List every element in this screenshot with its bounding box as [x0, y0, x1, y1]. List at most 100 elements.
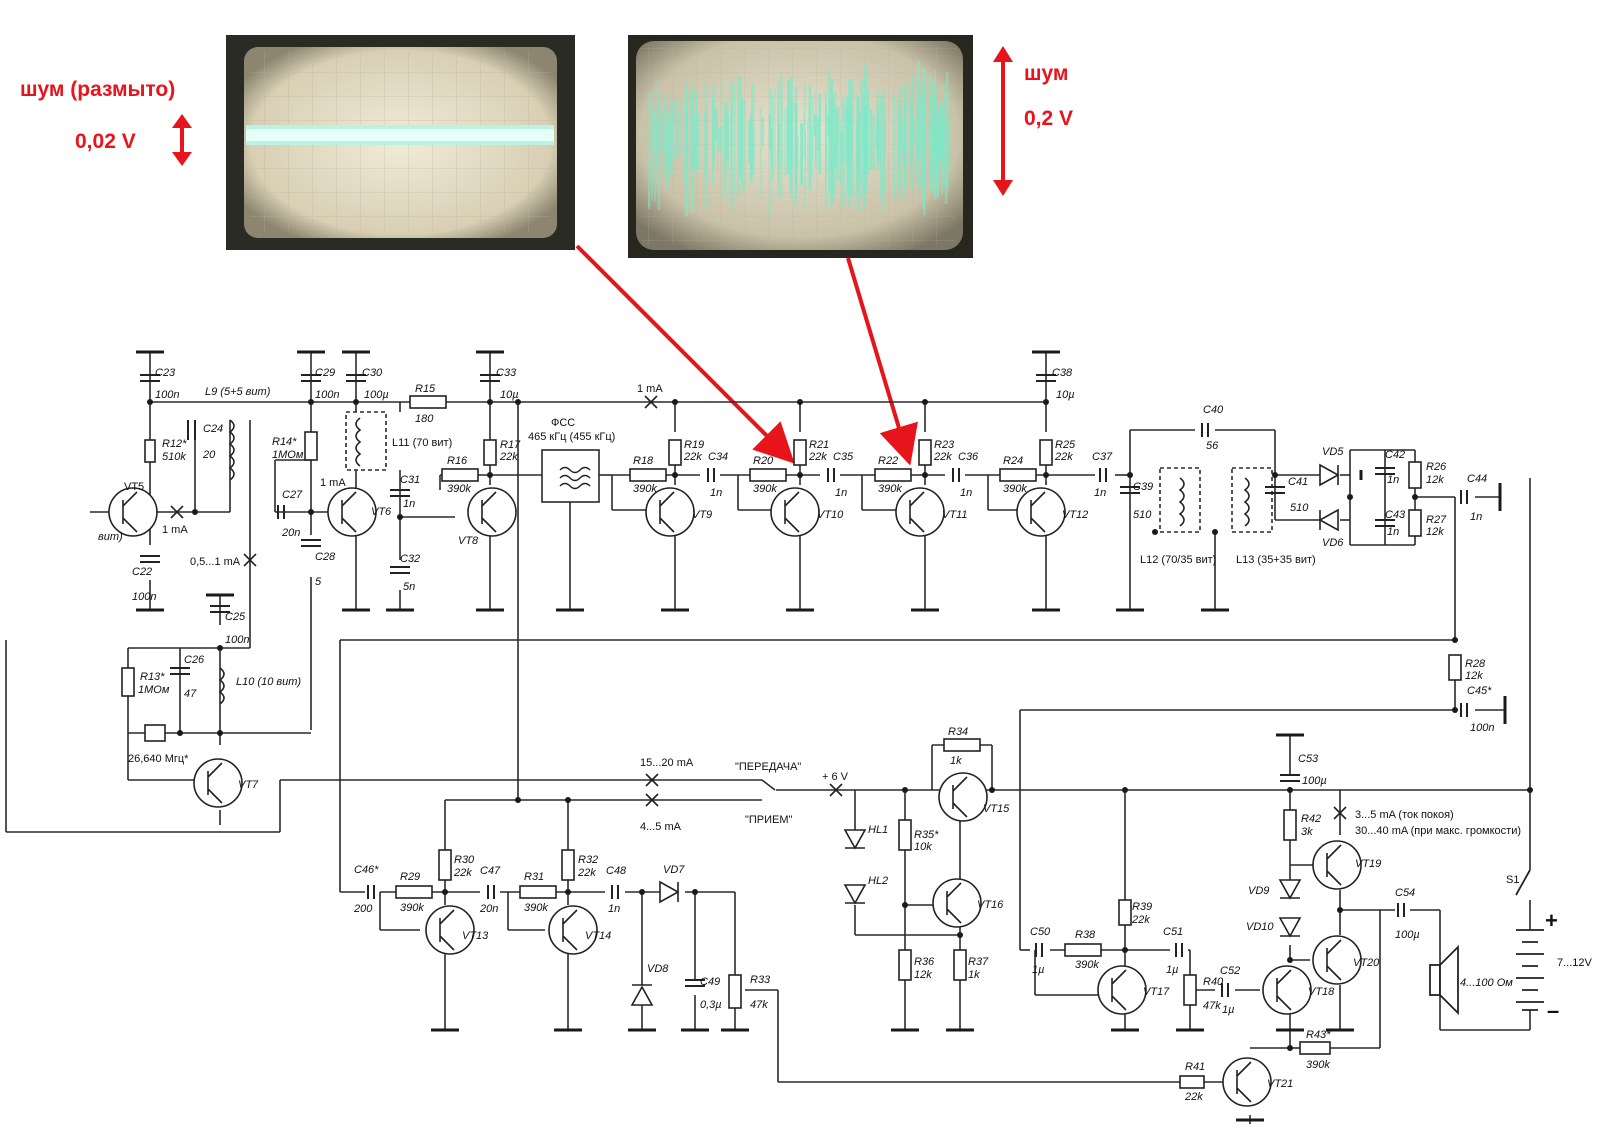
label-HL1: HL1 [868, 824, 888, 836]
label-C47: C47 [480, 865, 501, 877]
label-C46: C46* [354, 864, 379, 876]
label-C51v: 1µ [1166, 964, 1178, 976]
label-R41v: 22k [1184, 1091, 1203, 1103]
label-C41v: 510 [1290, 502, 1309, 514]
label-R40v: 47k [1203, 1000, 1221, 1012]
label-R34: R34 [948, 726, 968, 738]
label-C44: C44 [1467, 473, 1487, 485]
label-R32v: 22k [577, 867, 596, 879]
label-ma05: 0,5...1 mA [190, 556, 241, 568]
label-C26v: 47 [184, 688, 197, 700]
noise-trace [648, 60, 951, 218]
label-C28: C28 [315, 551, 336, 563]
label-ma3: 1 mA [637, 383, 663, 395]
label-R16: R16 [447, 455, 468, 467]
label-spk: 4...100 Ом [1460, 977, 1513, 989]
label-C28v: 5 [315, 576, 322, 588]
label-C23: C23 [155, 367, 176, 379]
label-R12v: 510k [162, 451, 186, 463]
label-C48: C48 [606, 865, 627, 877]
label-R28v: 12k [1465, 670, 1483, 682]
label-C53: C53 [1298, 753, 1319, 765]
label-R30: R30 [454, 854, 475, 866]
label-C49v: 0,3µ [700, 999, 722, 1011]
label-C49: C49 [700, 976, 720, 988]
svg-text:+: + [1545, 908, 1558, 933]
label-R30v: 22k [453, 867, 472, 879]
label-C31v: 1n [403, 498, 415, 510]
label-R21v: 22k [808, 451, 827, 463]
label-VT10: VT10 [817, 509, 844, 521]
label-ma-tx: 15...20 mA [640, 757, 694, 769]
label-VT6: VT6 [371, 506, 392, 518]
label-R22v: 390k [878, 483, 902, 495]
label-C43: C43 [1385, 509, 1406, 521]
label-R17v: 22k [499, 451, 518, 463]
label-C39v: 510 [1133, 509, 1152, 521]
label-C39: C39 [1133, 481, 1153, 493]
label-rx: "ПРИЕМ" [745, 814, 793, 826]
label-R24v: 390k [1003, 483, 1027, 495]
transistor-internals [122, 491, 1342, 1103]
label-C22v: 100n [132, 591, 156, 603]
label-C42: C42 [1385, 449, 1405, 461]
label-L13: L13 (35+35 вит) [1236, 554, 1316, 566]
label-ma2: 1 mA [320, 477, 346, 489]
label-C30v: 100µ [364, 389, 389, 401]
label-C24v: 20 [202, 449, 216, 461]
label-C45v: 100n [1470, 722, 1494, 734]
label-R20: R20 [753, 455, 774, 467]
label-C43v: 1n [1387, 526, 1399, 538]
coils [218, 417, 1250, 705]
label-v6: + 6 V [822, 771, 849, 783]
label-ma-rx: 4...5 mA [640, 821, 682, 833]
noise-left-arrow [172, 114, 192, 166]
label-tx: "ПЕРЕДАЧА" [735, 761, 801, 773]
label-VT12: VT12 [1062, 509, 1088, 521]
label-C54v: 100µ [1395, 929, 1420, 941]
label-HL2: HL2 [868, 875, 888, 887]
label-C32: C32 [400, 553, 420, 565]
label-FSSf: 465 кГц (455 кГц) [528, 431, 615, 443]
scope-photo-left [226, 35, 575, 250]
label-R25: R25 [1055, 439, 1076, 451]
label-VD7: VD7 [663, 864, 685, 876]
label-C42v: 1n [1387, 474, 1399, 486]
label-C38v: 10µ [1056, 389, 1075, 401]
label-VD8: VD8 [647, 963, 669, 975]
label-C45: C45* [1467, 685, 1492, 697]
label-R37v: 1k [968, 969, 980, 981]
junction-dots [147, 399, 1533, 1051]
label-C47v: 20n [479, 903, 498, 915]
label-R43v: 390k [1306, 1059, 1330, 1071]
ground-symbols [136, 350, 1507, 1122]
label-R40: R40 [1203, 976, 1224, 988]
label-maxvol: 30...40 mA (при макс. громкости) [1355, 825, 1521, 837]
label-R27v: 12k [1426, 526, 1444, 538]
label-R39v: 22k [1131, 914, 1150, 926]
label-VT18: VT18 [1308, 986, 1335, 998]
label-R13v: 1МОм [138, 684, 170, 696]
label-C29: C29 [315, 367, 335, 379]
label-C26: C26 [184, 654, 205, 666]
label-R12: R12* [162, 438, 187, 450]
label-C24: C24 [203, 423, 223, 435]
label-R23: R23 [934, 439, 955, 451]
label-C25: C25 [225, 611, 246, 623]
label-VT11: VT11 [942, 509, 967, 521]
noise-right-value: 0,2 V [1024, 107, 1073, 130]
label-C46v: 200 [353, 903, 373, 915]
label-VD10: VD10 [1246, 921, 1274, 933]
label-R33: R33 [750, 974, 771, 986]
label-C31: C31 [400, 474, 420, 486]
label-R15v: 180 [415, 413, 434, 425]
noise-left-label: шум (размыто) [20, 78, 175, 101]
label-ma1: 1 mA [162, 524, 188, 536]
label-R24: R24 [1003, 455, 1023, 467]
label-R41: R41 [1185, 1061, 1205, 1073]
label-R21: R21 [809, 439, 829, 451]
label-C30: C30 [362, 367, 383, 379]
label-C54: C54 [1395, 887, 1415, 899]
label-R38: R38 [1075, 929, 1096, 941]
